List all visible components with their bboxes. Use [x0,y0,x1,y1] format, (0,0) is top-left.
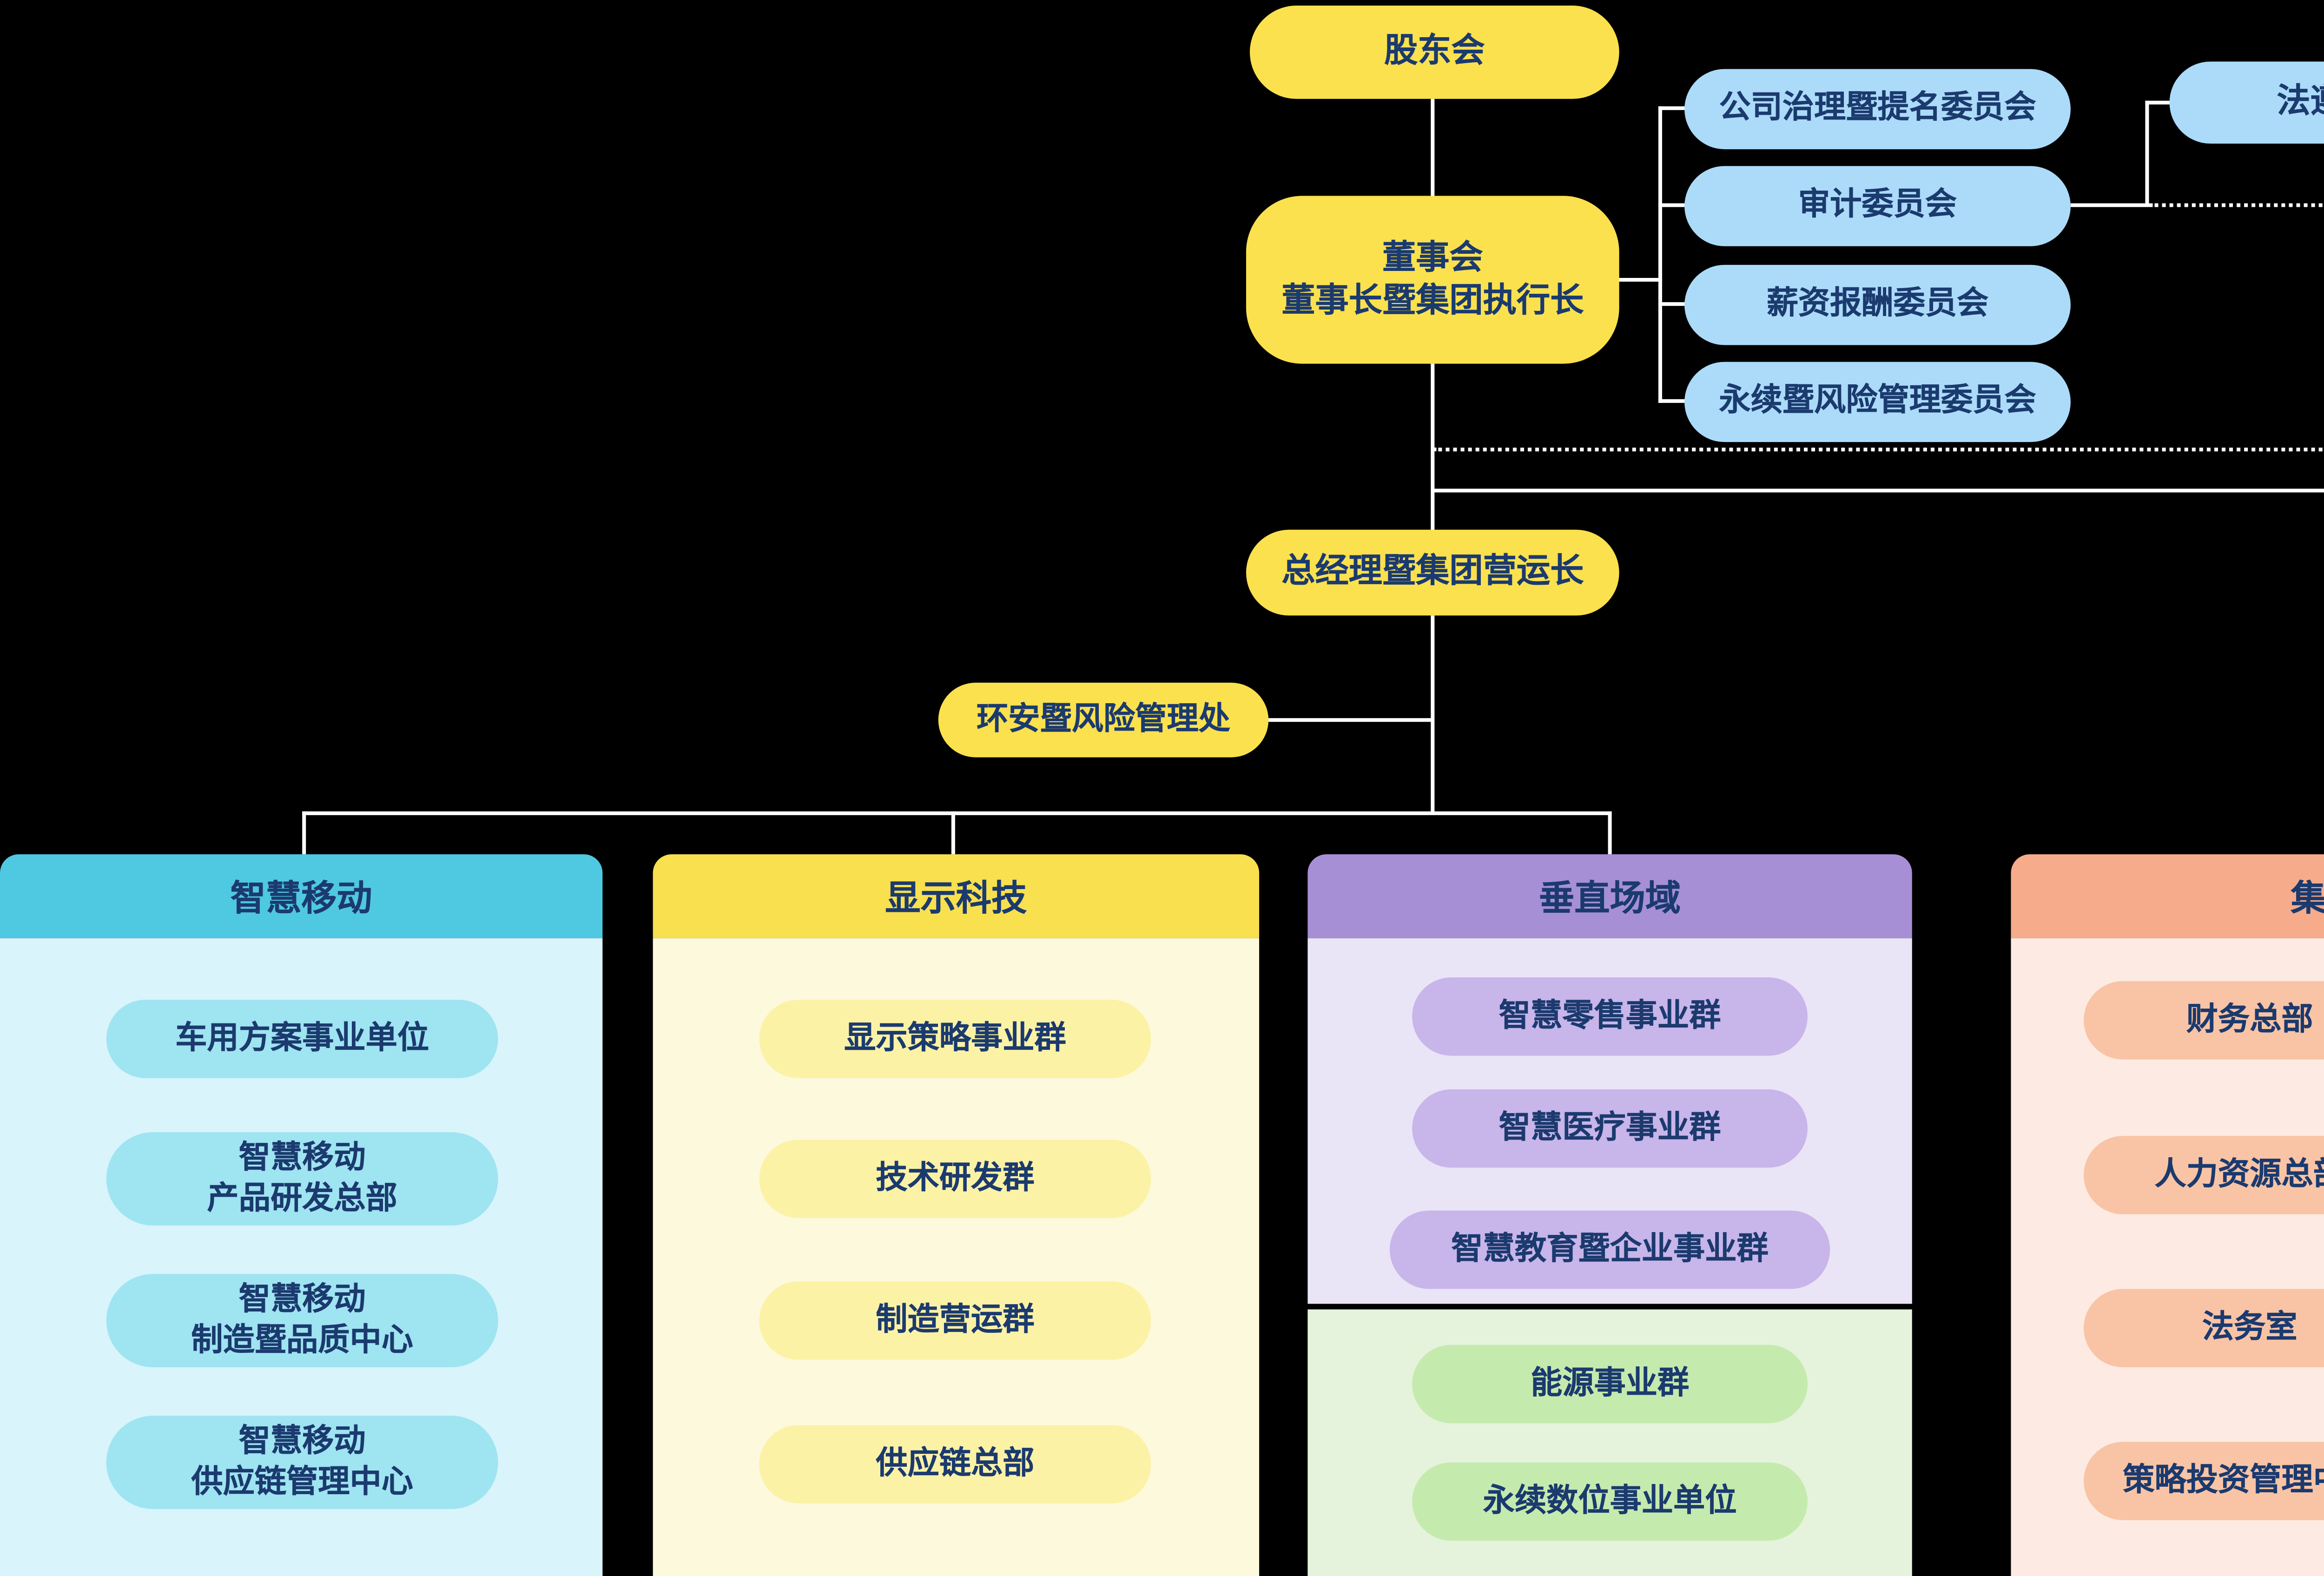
org-unit: 供应链总部 [759,1425,1151,1503]
node-board: 董事会 董事长暨集团执行长 [1246,196,1619,364]
connector-audit-elbow-h [2070,203,2149,207]
division-header-mobility: 智慧移动 [0,854,603,938]
org-unit: 策略投资管理中心 [2083,1442,2324,1520]
connector-board-bracket [1617,277,1662,282]
node-ehs-risk: 环安暨风险管理处 [938,682,1269,758]
org-unit: 永续数位事业单位 [1412,1462,1808,1541]
org-unit: 财务总部 [2083,981,2324,1060]
dotted-audit-right [2149,203,2324,207]
connector-stub-vertical [1608,811,1612,855]
connector-bracket-stub-1 [1658,106,1687,110]
org-unit: 制造营运群 [759,1281,1151,1360]
node-compliance-counsel: 法遵总顾问 [2169,61,2324,144]
division-header-vertical: 垂直场域 [1307,854,1912,938]
connector-stub-mobility [302,811,306,855]
org-unit: 智慧移动 制造暨品质中心 [106,1274,498,1367]
org-unit: 智慧移动 产品研发总部 [106,1132,498,1226]
connector-bracket-stub-3 [1658,302,1687,306]
org-unit: 人力资源总部 [2083,1136,2324,1214]
org-unit: 法务室 [2083,1289,2324,1367]
connector-bracket-stub-2 [1658,203,1687,207]
node-committee-sustainability-risk: 永续暨风险管理委员会 [1684,362,2071,442]
division-header-support: 集团营运支援单位 [2011,854,2324,938]
org-unit: 显示策略事业群 [759,1000,1151,1078]
node-shareholders: 股东会 [1249,6,1619,99]
connector-president-down [1431,615,1435,813]
connector-to-support-h [1433,488,2324,493]
org-unit: 智慧教育暨企业事业群 [1389,1210,1830,1289]
org-unit: 技术研发群 [759,1140,1151,1218]
node-committee-audit: 审计委员会 [1684,166,2071,246]
node-committee-compensation: 薪资报酬委员会 [1684,264,2071,345]
dotted-compliance-return [1433,448,2324,452]
org-unit: 能源事业群 [1412,1345,1808,1424]
connector-shareholders-board [1431,99,1435,198]
connector-bracket-stub-4 [1658,399,1687,403]
connector-audit-elbow-v [2145,100,2149,207]
connector-bracket-vertical [1658,106,1662,403]
connector-distribution [302,811,1612,815]
node-president: 总经理暨集团营运长 [1246,529,1619,616]
connector-stub-display [951,811,955,855]
division-header-display: 显示科技 [653,854,1260,938]
node-committee-governance: 公司治理暨提名委员会 [1684,69,2071,150]
org-unit: 智慧零售事业群 [1412,977,1808,1056]
connector-elbow-compliance [2145,100,2172,105]
org-unit: 智慧移动 供应链管理中心 [106,1416,498,1509]
org-unit: 车用方案事业单位 [106,1000,498,1078]
org-unit: 智慧医疗事业群 [1412,1089,1808,1168]
connector-ehs [1268,718,1433,722]
